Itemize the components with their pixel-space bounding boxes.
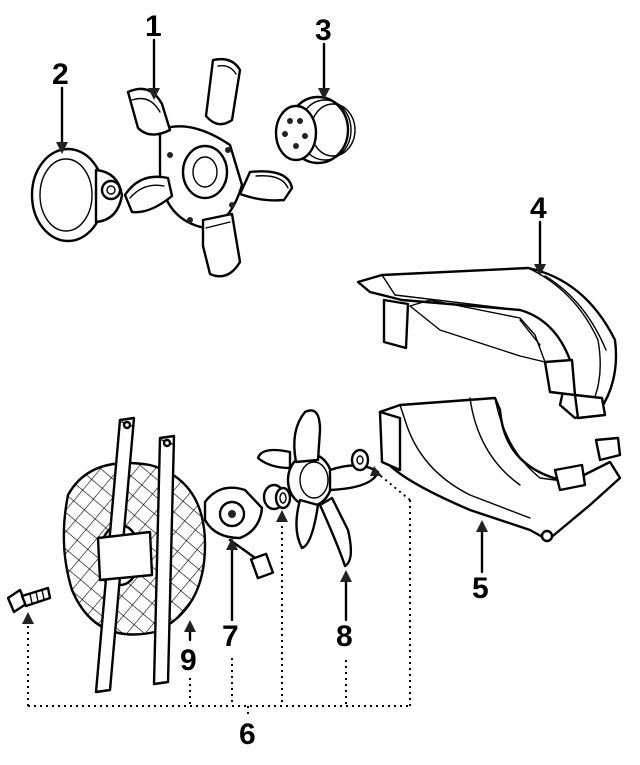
callout-7: 7: [222, 620, 239, 653]
fan-blade-part[interactable]: [256, 409, 380, 568]
fan-motor-assembly-part[interactable]: [62, 416, 207, 694]
fan-motor-part[interactable]: [203, 486, 275, 580]
mechanical-fan-part[interactable]: [123, 57, 294, 278]
callout-8: 8: [336, 620, 353, 653]
callout-5: 5: [472, 572, 489, 605]
upper-shroud-part[interactable]: [356, 266, 618, 420]
callout-6: 6: [239, 718, 256, 751]
pulley-part[interactable]: [274, 95, 356, 165]
callout-3: 3: [315, 14, 332, 47]
callout-2: 2: [52, 58, 69, 91]
spacer-part[interactable]: [262, 483, 292, 511]
lower-shroud-part[interactable]: [378, 396, 622, 543]
callout-1: 1: [145, 10, 162, 43]
callout-labels: 1 2 3 4 5 6 7 8 9: [52, 10, 547, 751]
grommet-part[interactable]: [350, 448, 370, 472]
callout-9: 9: [180, 644, 197, 677]
fan-clutch-part[interactable]: [30, 147, 124, 243]
bolt-part[interactable]: [6, 586, 52, 614]
leader-lines: [22, 38, 546, 714]
callout-4: 4: [530, 192, 547, 225]
